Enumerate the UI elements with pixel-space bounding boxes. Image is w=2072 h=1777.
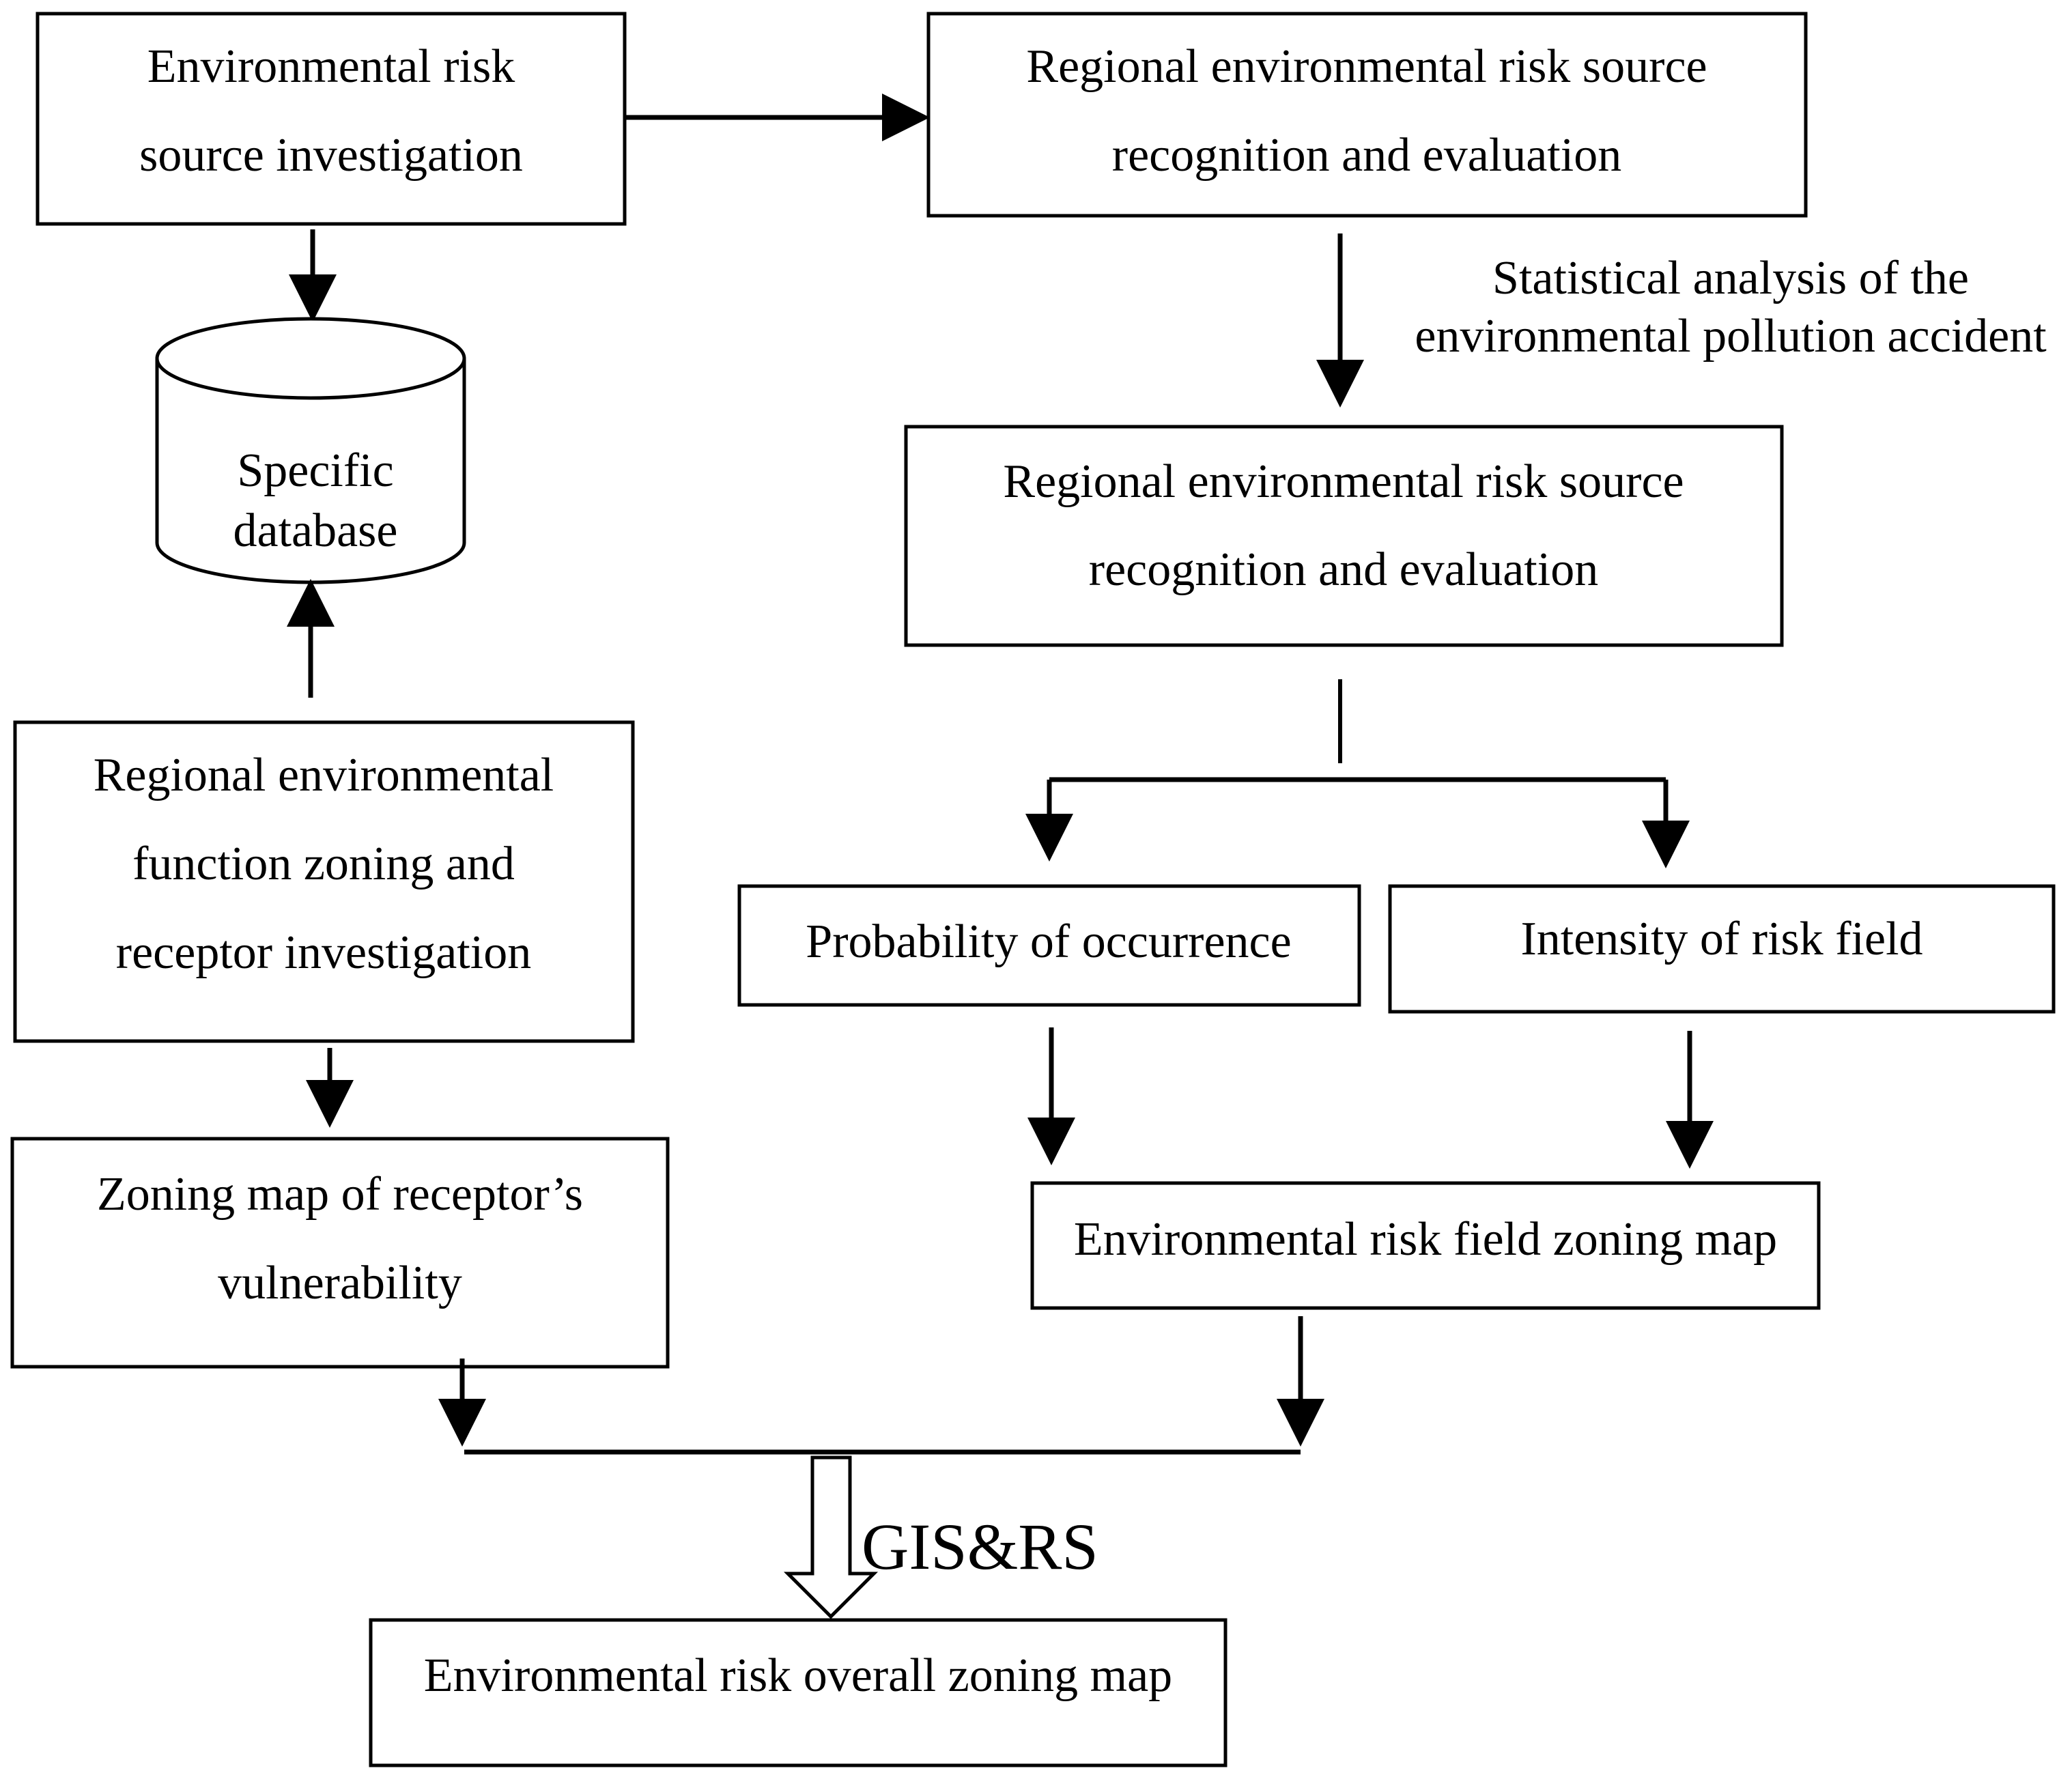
box-function-zoning-line-2: function zoning and	[132, 838, 515, 890]
box-overall-map-label: Environmental risk overall zoning map	[424, 1649, 1172, 1702]
hollow-down-arrow	[783, 1455, 879, 1619]
box-risk-source-investigation-line-2: source investigation	[139, 129, 523, 182]
database-line-2: database	[233, 504, 398, 557]
box-risk-field-map-label: Environmental risk field zoning map	[1074, 1213, 1777, 1266]
box-overall-map: Environmental risk overall zoning map	[369, 1618, 1227, 1767]
box-function-zoning: Regional environmental function zoning a…	[13, 720, 635, 1043]
cylinder-specific-database: Specific database	[155, 317, 466, 584]
statistical-analysis-label: Statistical analysis of the environmenta…	[1415, 252, 2047, 362]
statistical-label-line-1: Statistical analysis of the	[1492, 252, 1969, 304]
statistical-label-line-2: environmental pollution accident	[1415, 310, 2047, 362]
box-intensity-label: Intensity of risk field	[1520, 913, 1922, 965]
box-risk-source-investigation-line-1: Environmental risk	[147, 40, 515, 93]
split-connector	[1025, 679, 1690, 868]
merge-connector	[438, 1316, 1324, 1455]
box-intensity: Intensity of risk field	[1388, 884, 2056, 1014]
box-vulnerability-map-line-2: vulnerability	[218, 1257, 462, 1309]
box-recognition-mid-line-2: recognition and evaluation	[1089, 543, 1598, 596]
gis-rs-label: GIS&RS	[862, 1510, 1098, 1583]
box-function-zoning-line-1: Regional environmental	[94, 749, 554, 801]
database-line-1: Specific	[237, 444, 393, 497]
box-risk-field-map: Environmental risk field zoning map	[1030, 1181, 1821, 1310]
box-recognition-top-line-1: Regional environmental risk source	[1026, 40, 1707, 93]
box-recognition-top: Regional environmental risk source recog…	[926, 12, 1808, 218]
box-risk-source-investigation: Environmental risk source investigation	[36, 12, 627, 226]
box-probability: Probability of occurrence	[737, 884, 1361, 1007]
box-recognition-top-line-2: recognition and evaluation	[1112, 129, 1621, 182]
box-vulnerability-map: Zoning map of receptor’s vulnerability	[10, 1137, 670, 1369]
box-probability-label: Probability of occurrence	[806, 915, 1291, 968]
box-vulnerability-map-line-1: Zoning map of receptor’s	[97, 1168, 583, 1221]
box-recognition-mid-line-1: Regional environmental risk source	[1003, 455, 1684, 508]
box-function-zoning-line-3: receptor investigation	[116, 926, 531, 979]
box-recognition-mid: Regional environmental risk source recog…	[904, 425, 1784, 647]
